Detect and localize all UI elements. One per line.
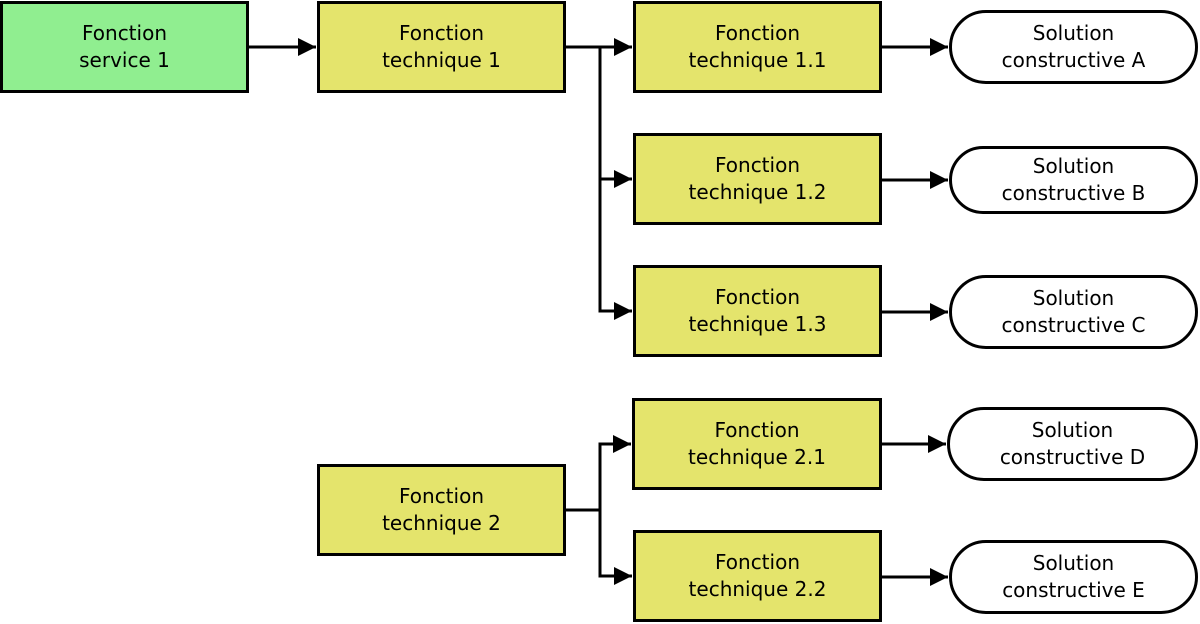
node-label-line1: Fonction xyxy=(714,285,800,309)
node-label-line2: constructive D xyxy=(999,445,1146,469)
node-label-line1: Solution xyxy=(1032,154,1115,178)
node-label-line2: technique 1 xyxy=(382,48,501,72)
connector-arrow-ft1-to-ft13 xyxy=(566,45,632,320)
node-label-line1: Solution xyxy=(1032,551,1115,575)
solution-constructive-b-box: Solution constructive B xyxy=(949,146,1198,214)
fonction-technique-2-1-box: Fonction technique 2.1 xyxy=(632,398,882,490)
fonction-technique-1-2-box: Fonction technique 1.2 xyxy=(633,133,882,225)
node-label-line2: technique 2.1 xyxy=(688,445,826,469)
node-label-line2: technique 2 xyxy=(382,511,501,535)
connector-arrow-ft2-to-ft21 xyxy=(566,435,631,512)
node-label-line1: Fonction xyxy=(81,21,167,45)
fonction-technique-2-box: Fonction technique 2 xyxy=(317,464,566,556)
node-label-line1: Fonction xyxy=(714,153,800,177)
fonction-technique-1-1-box: Fonction technique 1.1 xyxy=(633,1,882,93)
node-label-line1: Solution xyxy=(1032,21,1115,45)
node-label-line2: constructive B xyxy=(1001,181,1146,205)
connector-arrow-ft2-to-ft22 xyxy=(566,508,632,585)
fonction-technique-2-2-box: Fonction technique 2.2 xyxy=(633,530,882,622)
node-label-line2: constructive C xyxy=(1001,313,1146,337)
node-label-line2: technique 1.1 xyxy=(688,48,827,72)
node-label-line2: technique 2.2 xyxy=(688,577,827,601)
node-label-line1: Fonction xyxy=(714,550,800,574)
node-label-line1: Fonction xyxy=(398,21,484,45)
solution-constructive-a-box: Solution constructive A xyxy=(949,10,1198,84)
solution-constructive-c-box: Solution constructive C xyxy=(949,275,1198,349)
solution-constructive-d-box: Solution constructive D xyxy=(947,407,1198,481)
node-label-line2: technique 1.3 xyxy=(688,312,827,336)
node-label-line1: Solution xyxy=(1032,286,1115,310)
fonction-technique-1-3-box: Fonction technique 1.3 xyxy=(633,265,882,357)
fonction-service-1-box: Fonction service 1 xyxy=(0,1,249,93)
node-label-line1: Fonction xyxy=(398,484,484,508)
node-label-line2: service 1 xyxy=(79,48,170,72)
fonction-technique-1-box: Fonction technique 1 xyxy=(317,1,566,93)
node-label-line2: constructive E xyxy=(1002,578,1145,602)
node-label-line2: technique 1.2 xyxy=(688,180,827,204)
node-label-line1: Solution xyxy=(1031,418,1114,442)
solution-constructive-e-box: Solution constructive E xyxy=(949,540,1198,614)
node-label-line2: constructive A xyxy=(1001,48,1146,72)
node-label-line1: Fonction xyxy=(714,418,800,442)
node-label-line1: Fonction xyxy=(714,21,800,45)
